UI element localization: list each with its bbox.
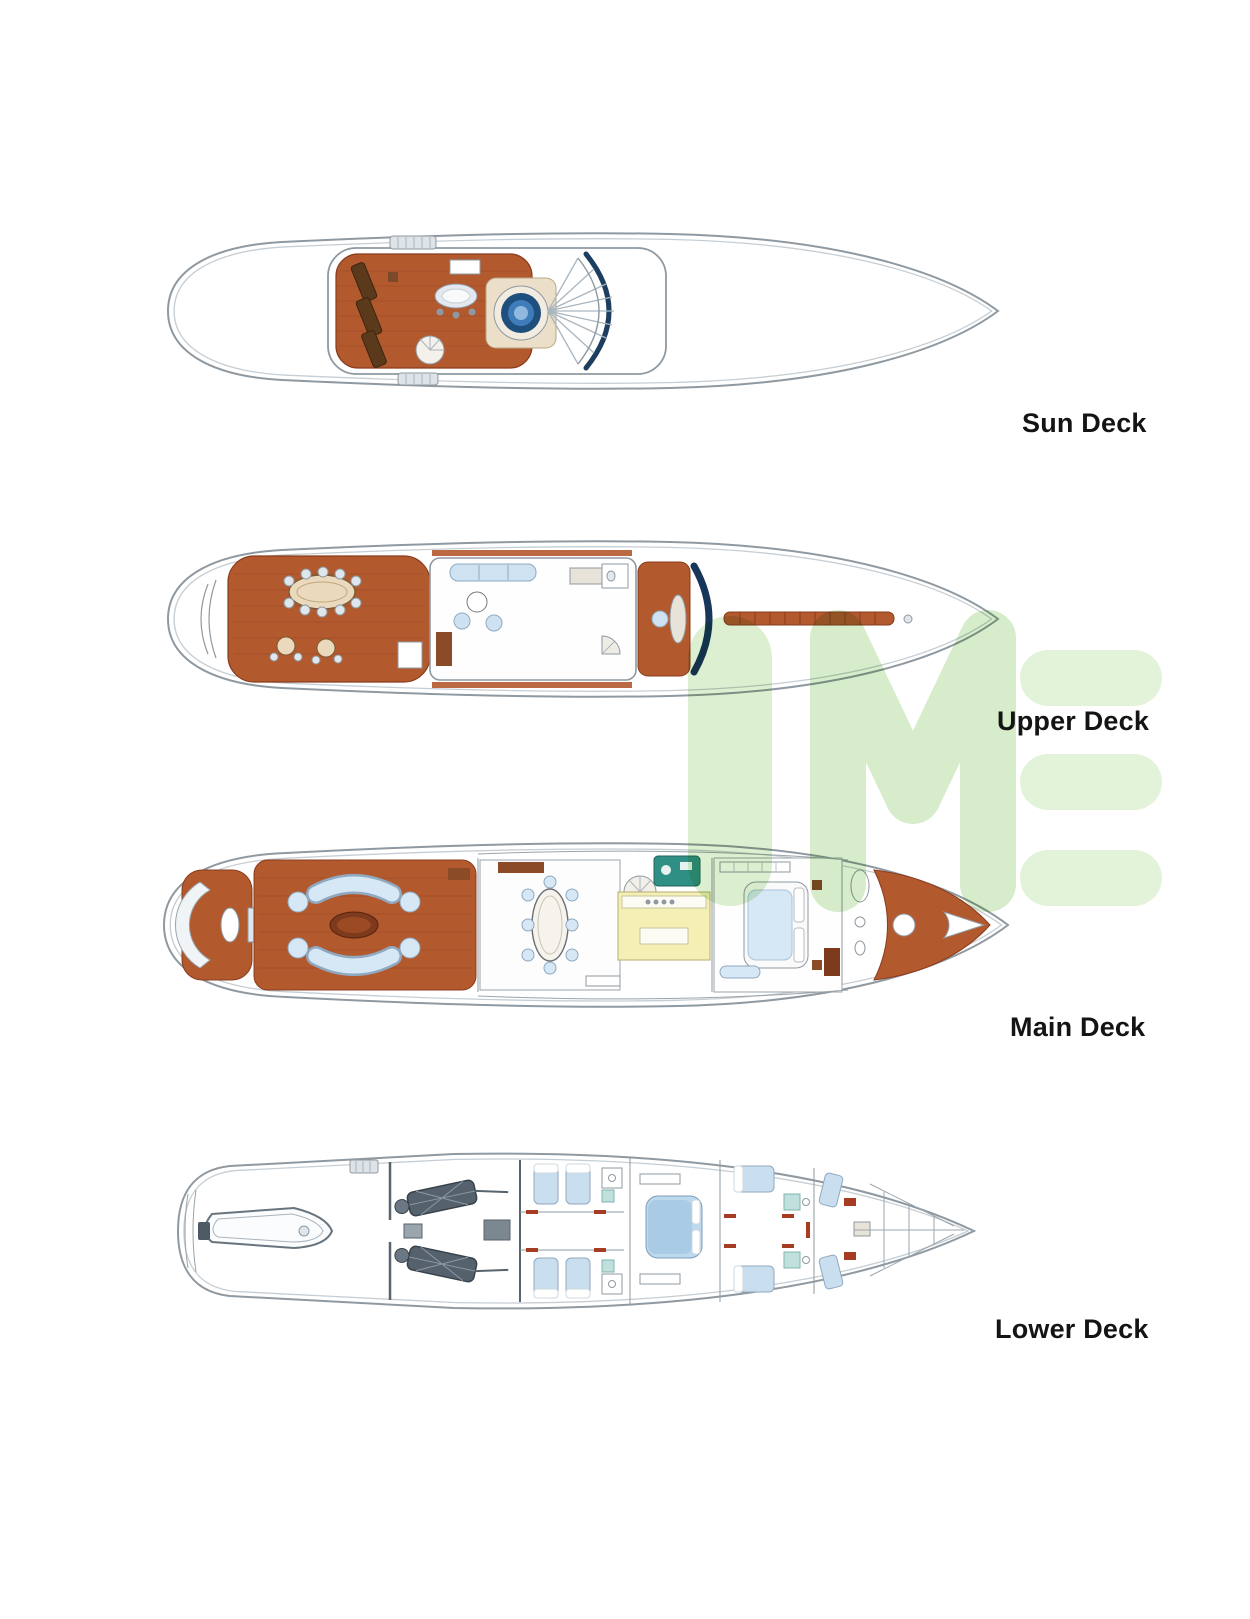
engine-port <box>394 1179 509 1217</box>
stairs <box>601 635 621 655</box>
cabin-sofa <box>719 965 761 979</box>
vip-sofa <box>639 1273 681 1285</box>
armchair <box>453 612 471 630</box>
bow-frame-lines <box>854 1183 964 1277</box>
sun-deck-hull-inner-line <box>173 238 993 384</box>
aft-cockpit-teak <box>181 869 253 981</box>
main-deck-plan <box>162 842 1010 1008</box>
engine-starboard <box>394 1245 509 1283</box>
lower-deck-hull-inner-line <box>183 1158 970 1304</box>
salon-console <box>448 868 470 880</box>
deck-hatch-bottom <box>397 372 439 386</box>
cocktail-tables <box>269 636 343 665</box>
main-deck-label: Main Deck <box>1010 1012 1146 1042</box>
awning-edge <box>577 257 600 365</box>
salon-sofas <box>306 874 402 976</box>
deck-hatch-top <box>389 235 437 250</box>
cabin-doors <box>724 1214 810 1248</box>
awning-fan-lines <box>547 257 614 365</box>
spa-pool <box>485 277 557 349</box>
spiral-staircase <box>415 335 445 365</box>
cockpit-table <box>220 907 240 943</box>
lounge-table <box>466 591 488 613</box>
sun-deck-bar <box>434 283 478 319</box>
master-bed <box>743 881 809 969</box>
twin-beds-bottom <box>533 1257 591 1299</box>
sun-deck-plan <box>166 232 1000 390</box>
twin-beds-top <box>533 1163 591 1205</box>
helm-console <box>669 594 687 644</box>
main-deck-hull-inner-line <box>169 848 1003 1002</box>
helm-seat <box>651 610 669 628</box>
sky-lounge <box>429 557 637 681</box>
sun-deck-label: Sun Deck <box>1022 408 1147 438</box>
stern-steps <box>200 579 217 659</box>
dining-table <box>531 888 569 962</box>
galley <box>617 891 711 961</box>
garage-ladder <box>349 1159 379 1174</box>
dresser <box>824 948 840 976</box>
alfresco-dining-table <box>283 566 362 618</box>
salon-armchairs <box>287 891 421 959</box>
aux-equipment <box>403 1223 423 1239</box>
roof-box <box>449 259 481 275</box>
cabin-doors <box>526 1210 606 1252</box>
side-deck-bottom <box>432 682 632 688</box>
grill-cabinet <box>397 641 423 669</box>
crew-bunks <box>818 1172 844 1290</box>
vip-bed <box>645 1195 703 1259</box>
bow-hatch <box>892 913 916 937</box>
lower-deck-plan <box>176 1152 977 1310</box>
transom-bench <box>175 881 211 969</box>
crew-seats <box>844 1198 856 1260</box>
lower-deck-hull <box>176 1152 977 1310</box>
guest-bathrooms <box>601 1167 623 1295</box>
lounge-sofa <box>449 563 537 582</box>
nightstand <box>812 960 822 970</box>
sideboard <box>498 862 544 873</box>
day-head <box>601 563 629 589</box>
coffee-table <box>329 911 379 939</box>
sun-loungers <box>350 262 387 368</box>
crew-table <box>853 1221 871 1237</box>
foredeck-walkway <box>723 611 913 626</box>
side-table <box>388 272 398 282</box>
dining-chairs <box>521 875 579 975</box>
anchor-locker <box>942 911 986 939</box>
forward-beds <box>733 1165 775 1293</box>
tv-cabinet <box>436 632 452 666</box>
watermark-letter-e-bar <box>1020 754 1162 810</box>
armchair <box>485 614 503 632</box>
transom-lines <box>184 1189 197 1273</box>
wardrobe <box>719 861 791 873</box>
dining-cabinet <box>585 975 621 987</box>
sofa-seams <box>478 565 509 580</box>
upper-deck-plan <box>166 540 1000 698</box>
lower-deck-label: Lower Deck <box>995 1314 1149 1344</box>
generator <box>483 1219 511 1241</box>
watermark-letter-e-bar <box>1020 850 1162 906</box>
bulkhead-door <box>386 1220 394 1242</box>
forward-bathrooms <box>783 1193 810 1269</box>
upper-deck-label: Upper Deck <box>997 706 1150 736</box>
day-head-teal <box>653 855 701 887</box>
tender-boat <box>198 1206 334 1250</box>
nightstand <box>812 880 822 890</box>
side-deck-top <box>432 550 632 556</box>
vip-dresser <box>639 1173 681 1185</box>
side-deck-lines <box>477 850 849 1000</box>
watermark-letter-e-bar <box>1020 650 1162 706</box>
